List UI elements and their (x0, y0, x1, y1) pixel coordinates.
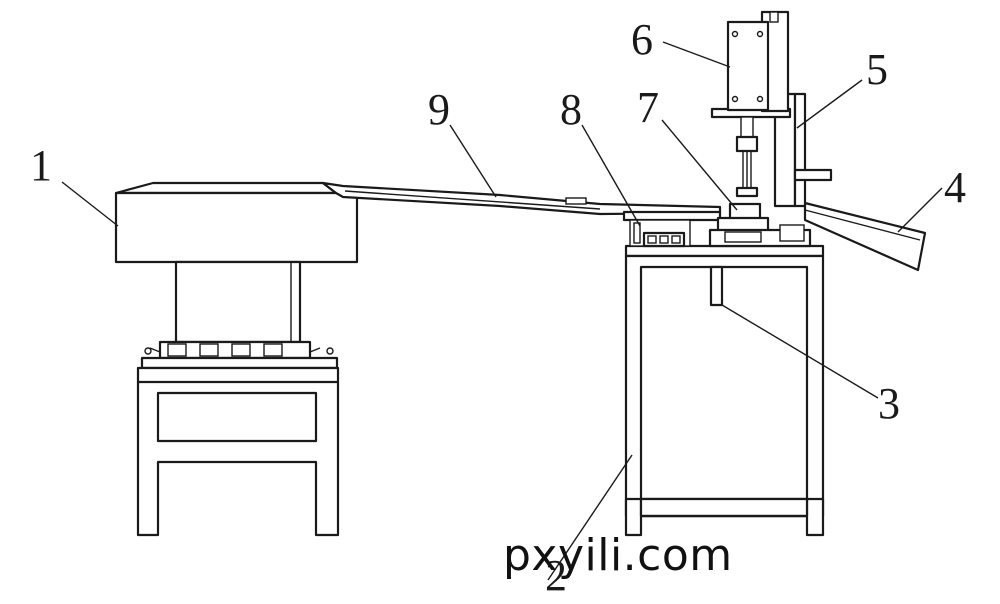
label-7: 7 (637, 83, 659, 132)
feed-rail-track (321, 181, 722, 216)
sensor-block (622, 210, 722, 248)
label-6: 6 (631, 15, 653, 64)
main-table (624, 244, 825, 537)
feeder-table-top (136, 366, 340, 384)
drop-outlet (709, 265, 724, 307)
feed-rail (321, 181, 722, 216)
label-4: 4 (944, 163, 966, 212)
press-rod-die (708, 116, 812, 248)
press-cylinder (726, 10, 790, 113)
feeder-column (174, 260, 302, 344)
feeder-bowl-assembly (114, 181, 359, 537)
main-table-leg-right (805, 497, 825, 537)
label-8: 8 (560, 85, 582, 134)
label-5: 5 (866, 45, 888, 94)
label-3: 3 (878, 379, 900, 428)
bowl-top-plate (114, 181, 338, 195)
main-table-inner (639, 265, 809, 501)
discharge-chute (803, 201, 927, 272)
feeder-table-panel (156, 391, 318, 443)
main-table-top (624, 244, 825, 258)
feeder-mount-plate (140, 356, 339, 370)
leader-lines (61, 41, 943, 581)
watermark-text: pxyili.com (503, 530, 733, 581)
label-2: 2 (545, 551, 567, 600)
feeder-table-frame (136, 382, 340, 537)
label-1: 1 (30, 141, 52, 190)
label-9: 9 (428, 85, 450, 134)
bowl-body (114, 191, 359, 264)
